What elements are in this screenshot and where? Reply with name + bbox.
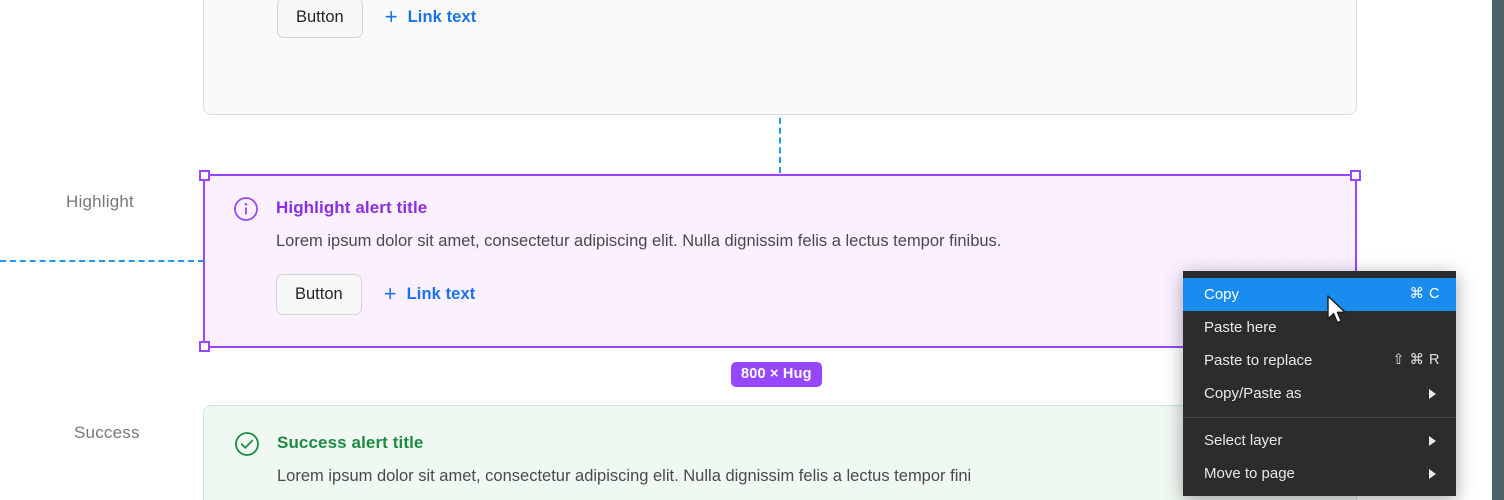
alert-button[interactable]: Button xyxy=(277,0,363,38)
context-menu[interactable]: Copy ⌘ C Paste here Paste to replace ⇧ ⌘… xyxy=(1183,271,1456,496)
alert-button[interactable]: Button xyxy=(276,274,362,315)
alert-title: Success alert title xyxy=(277,433,424,452)
alert-card-neutral[interactable]: Lorem ipsum dolor sit amet, consectetur … xyxy=(203,0,1357,115)
context-menu-item-paste-to-replace[interactable]: Paste to replace ⇧ ⌘ R xyxy=(1183,344,1456,377)
submenu-arrow-icon xyxy=(1429,388,1436,399)
alert-body-text: Lorem ipsum dolor sit amet, consectetur … xyxy=(276,232,1002,250)
info-circle-icon xyxy=(233,196,259,222)
submenu-arrow-icon xyxy=(1429,435,1436,446)
context-menu-item-label: Copy xyxy=(1204,286,1240,303)
alert-title: Highlight alert title xyxy=(276,198,428,217)
alert-link-label: Link text xyxy=(406,285,476,303)
selection-size-badge: 800 × Hug xyxy=(731,362,822,387)
context-menu-item-select-layer[interactable]: Select layer xyxy=(1183,424,1456,457)
alert-actions: Button + Link text xyxy=(276,274,1357,315)
alert-actions: Button + Link text xyxy=(277,0,1356,38)
context-menu-item-copy-paste-as[interactable]: Copy/Paste as xyxy=(1183,377,1456,410)
submenu-arrow-icon xyxy=(1429,468,1436,479)
context-menu-separator xyxy=(1183,417,1456,418)
row-label-success: Success xyxy=(74,423,140,442)
context-menu-item-shortcut: ⌘ C xyxy=(1409,286,1440,302)
context-menu-item-label: Select layer xyxy=(1204,432,1283,449)
plus-icon: + xyxy=(384,3,398,29)
context-menu-item-label: Copy/Paste as xyxy=(1204,385,1302,402)
context-menu-item-copy[interactable]: Copy ⌘ C xyxy=(1183,278,1456,311)
context-menu-item-label: Paste here xyxy=(1204,319,1277,336)
alert-link[interactable]: + Link text xyxy=(384,3,477,29)
check-circle-icon xyxy=(234,431,260,457)
plus-icon: + xyxy=(383,280,397,306)
window-edge-strip xyxy=(1492,0,1504,500)
alert-link-label: Link text xyxy=(407,8,477,26)
horizontal-alignment-guide xyxy=(0,260,204,262)
row-label-highlight: Highlight xyxy=(66,192,134,211)
mouse-cursor-icon xyxy=(1327,295,1349,332)
context-menu-item-label: Move to page xyxy=(1204,465,1295,482)
context-menu-item-label: Paste to replace xyxy=(1204,352,1313,369)
alert-link[interactable]: + Link text xyxy=(383,280,476,306)
alert-body-text: Lorem ipsum dolor sit amet, consectetur … xyxy=(277,467,972,485)
context-menu-item-shortcut: ⇧ ⌘ R xyxy=(1392,352,1440,368)
context-menu-item-move-to-page[interactable]: Move to page xyxy=(1183,457,1456,490)
context-menu-item-paste-here[interactable]: Paste here xyxy=(1183,311,1456,344)
